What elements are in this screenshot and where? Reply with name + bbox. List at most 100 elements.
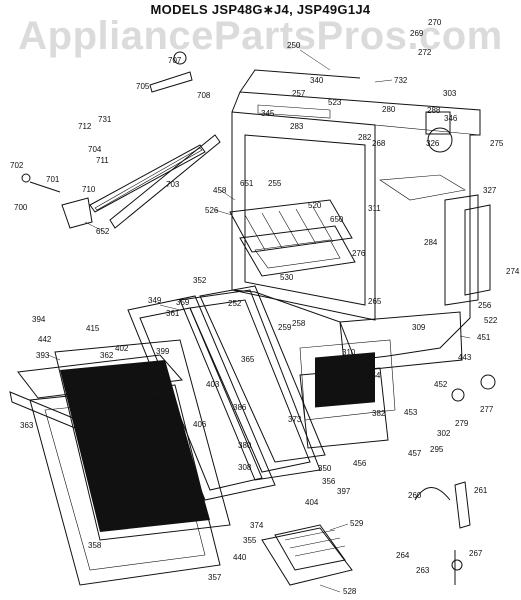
callout-380: 374 [250,521,264,530]
callout-700: 652 [96,227,110,236]
callout-454: 453 [404,408,418,417]
callout-355: 352 [193,276,207,285]
callout-252: 252 [228,299,242,308]
callout-259: 259 [278,323,292,332]
callout-274: 272 [418,48,432,57]
broiler-pan [261,524,353,586]
callout-279: 277 [480,405,494,414]
callout-268: 268 [372,139,386,148]
callout-406: 404 [305,498,319,507]
callout-310: 309 [412,323,426,332]
callout-457: 456 [353,459,367,468]
callout-652: 651 [240,179,254,188]
callout-394: 393 [36,351,50,360]
callout-520: 458 [213,186,227,195]
callout-703: 702 [10,161,24,170]
callout-labels: 250 252 255 256 257 258 259 260 261 263 … [10,18,520,596]
callout-261: 261 [474,486,488,495]
callout-358: 357 [208,573,222,582]
callout-453: 452 [434,380,448,389]
callout-374: 373 [288,415,302,424]
rack-slides [89,134,221,229]
callout-260: 260 [408,491,422,500]
callout-349: 346 [444,114,458,123]
callout-403: 402 [115,344,129,353]
callout-397: 394 [32,315,46,324]
callout-451: 443 [458,353,472,362]
callout-458: 457 [408,449,422,458]
callout-255: 255 [268,179,282,188]
callout-277: 276 [352,249,366,258]
callout-365: 363 [20,421,34,430]
diagram-title: MODELS JSP48G∗J4, JSP49G1J4 [150,2,371,17]
callout-443: 442 [38,335,52,344]
storage-drawer-front [299,352,389,449]
range-body [231,69,481,361]
oven-rack [229,199,353,253]
callout-1216: 732 [394,76,408,85]
callout-707: 705 [136,82,150,91]
callout-528: 526 [205,206,219,215]
callout-359: 358 [88,541,102,550]
callout-382: 380 [238,441,252,450]
callout-442: 441 [153,394,167,403]
callout-264: 264 [396,551,410,560]
callout-529: 528 [343,587,357,596]
callout-275: 274 [506,267,520,276]
callout-276: 275 [490,139,504,148]
callout-361: 359 [176,298,190,307]
callout-272: 270 [428,18,442,27]
callout-346: 345 [261,109,275,118]
door-handle [9,391,173,469]
callout-345: 340 [310,76,324,85]
callout-295: 288 [427,106,441,115]
callout-280: 279 [455,419,469,428]
callout-352: 350 [318,464,332,473]
callout-731: 712 [78,122,92,131]
callout-362: 361 [166,309,180,318]
callout-386: 382 [372,409,386,418]
door-window [17,339,231,586]
callout-340: 327 [483,186,497,195]
side-panel [444,194,491,306]
callout-452: 451 [477,333,491,342]
callout-303: 302 [437,429,451,438]
callout-404: 403 [206,380,220,389]
small-parts [414,111,496,585]
callout-267: 267 [469,549,483,558]
callout-256: 256 [478,301,492,310]
callout-402: 399 [156,347,170,356]
callout-522: 520 [308,201,322,210]
callout-302: 295 [430,445,444,454]
callout-250: 250 [287,41,301,50]
callout-732: 731 [98,115,112,124]
callout-456: 454 [367,371,381,380]
callout-415: 406 [193,420,207,429]
callout-309: 308 [238,463,252,472]
callout-705: 704 [88,145,102,154]
callout-282: 280 [382,105,396,114]
callout-356: 355 [243,536,257,545]
callout-257: 257 [292,89,306,98]
callout-710: 708 [197,91,211,100]
leader-lines [47,49,471,593]
callout-284: 283 [290,122,304,131]
callout-701: 700 [14,203,28,212]
callout-399: 397 [337,487,351,496]
callout-263: 263 [416,566,430,575]
callout-308: 303 [443,89,457,98]
callout-650: 530 [280,273,294,282]
callout-270: 269 [410,29,424,38]
callout-311: 310 [342,348,356,357]
callout-523: 522 [484,316,498,325]
callout-712: 711 [96,156,109,165]
callout-393: 386 [233,403,247,412]
callout-440: 415 [86,324,100,333]
callout-288: 284 [424,238,438,247]
lower-rack [239,225,356,277]
callout-363: 362 [100,351,114,360]
callout-526: 523 [328,98,342,107]
callout-530: 529 [350,519,364,528]
